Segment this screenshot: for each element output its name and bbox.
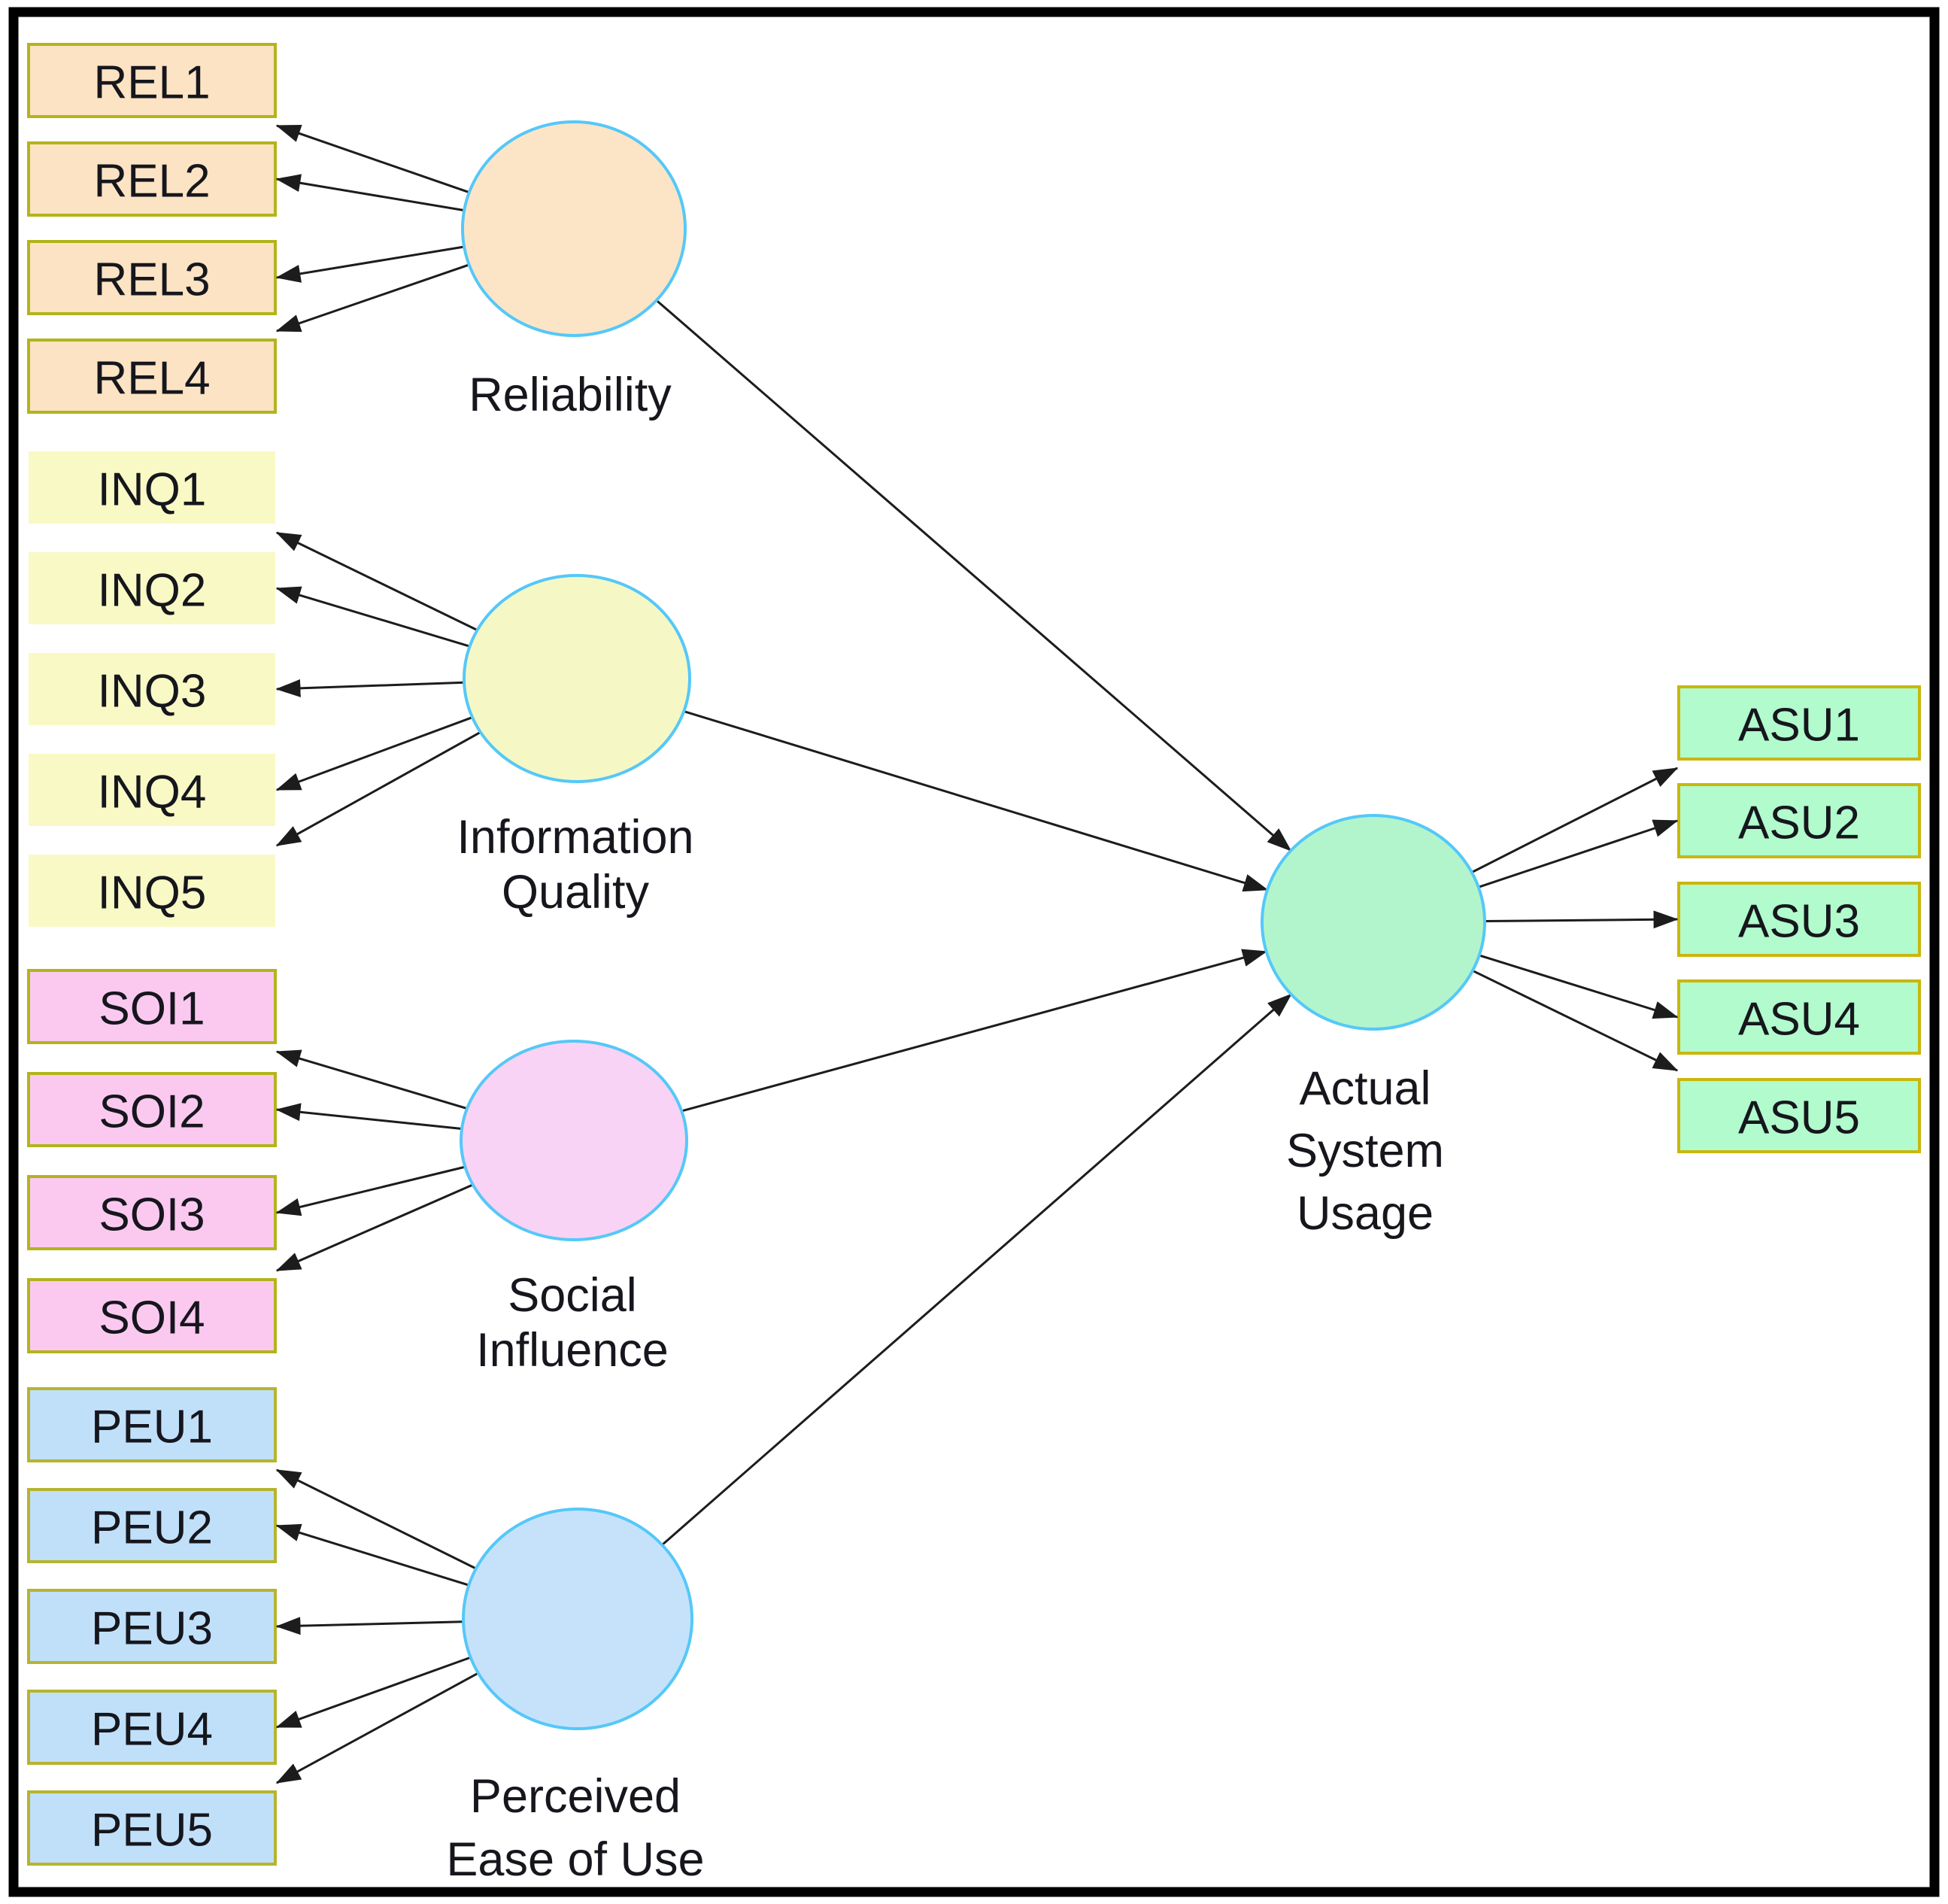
indicator-box-peu2 — [27, 1488, 277, 1563]
measurement-arrow-perceived-ease-of-use-peu2 — [275, 1523, 469, 1587]
diagram-border — [8, 7, 1940, 1897]
measurement-arrow-information-quality-inq2 — [275, 586, 470, 648]
indicator-box-asu4 — [1677, 979, 1921, 1055]
latent-circle-perceived-ease-of-use — [462, 1508, 693, 1730]
measurement-arrow-actual-system-usage-asu4 — [1479, 954, 1679, 1019]
latent-label-actual-system-usage-line2: System — [1286, 1125, 1444, 1177]
indicator-box-rel4 — [27, 339, 277, 414]
indicator-label-rel3: REL3 — [93, 254, 210, 306]
indicator-box-asu3 — [1677, 882, 1921, 957]
latent-label-information-quality-line2: Quality — [502, 866, 650, 919]
measurement-arrow-reliability-rel2 — [275, 174, 465, 212]
indicator-box-asu1 — [1677, 685, 1921, 761]
indicator-label-inq2: INQ2 — [98, 565, 207, 617]
indicator-box-peu5 — [27, 1790, 277, 1866]
indicator-label-soi2: SOI2 — [99, 1086, 205, 1138]
measurement-arrow-information-quality-inq1 — [275, 531, 478, 631]
measurement-arrow-perceived-ease-of-use-peu1 — [275, 1468, 477, 1570]
arrows-layer — [275, 124, 1679, 1784]
latent-circle-actual-system-usage — [1261, 814, 1486, 1031]
indicator-box-rel1 — [27, 43, 277, 118]
indicator-label-asu3: ASU3 — [1738, 896, 1860, 948]
latent-label-actual-system-usage-line1: Actual — [1299, 1062, 1431, 1115]
structural-arrow-perceived-ease-of-use-to-actual-system-usage — [661, 993, 1292, 1546]
indicator-box-soi4 — [27, 1278, 277, 1353]
latent-label-information-quality-line1: Information — [457, 811, 693, 864]
indicator-box-inq5 — [29, 855, 275, 927]
latent-circle-social-influence — [460, 1040, 688, 1241]
indicator-label-peu2: PEU2 — [91, 1502, 213, 1554]
indicator-box-inq2 — [29, 552, 275, 624]
measurement-arrow-social-influence-soi1 — [275, 1049, 468, 1110]
latent-label-perceived-ease-of-use-line2: Ease of Use — [446, 1833, 704, 1886]
indicator-label-peu5: PEU5 — [91, 1805, 213, 1857]
measurement-arrow-reliability-rel1 — [275, 124, 470, 194]
measurement-arrow-information-quality-inq4 — [275, 716, 473, 791]
indicator-label-peu4: PEU4 — [91, 1704, 213, 1756]
measurement-arrow-actual-system-usage-asu3 — [1484, 910, 1679, 929]
indicator-label-soi3: SOI3 — [99, 1189, 205, 1241]
measurement-arrow-social-influence-soi2 — [275, 1103, 463, 1131]
indicator-box-rel2 — [27, 141, 277, 217]
indicator-box-soi2 — [27, 1072, 277, 1147]
latent-label-reliability-line1: Reliability — [469, 369, 672, 421]
measurement-arrow-social-influence-soi3 — [275, 1165, 466, 1216]
indicator-label-inq3: INQ3 — [98, 666, 207, 718]
latent-label-perceived-ease-of-use-line1: Perceived — [470, 1770, 681, 1823]
measurement-arrow-reliability-rel4 — [275, 263, 470, 333]
latent-variables-layer — [460, 120, 1486, 1730]
indicator-box-inq3 — [29, 653, 275, 725]
latent-label-social-influence-line2: Influence — [476, 1324, 669, 1377]
measurement-arrow-information-quality-inq5 — [275, 730, 481, 847]
indicator-label-asu5: ASU5 — [1738, 1092, 1860, 1144]
indicator-box-soi3 — [27, 1175, 277, 1250]
indicator-label-soi1: SOI1 — [99, 983, 205, 1035]
indicator-boxes-layer — [27, 43, 1921, 1866]
indicator-label-asu1: ASU1 — [1738, 700, 1860, 752]
indicator-label-soi4: SOI4 — [99, 1292, 205, 1344]
indicator-label-inq4: INQ4 — [98, 767, 207, 818]
measurement-arrow-perceived-ease-of-use-peu4 — [275, 1656, 472, 1729]
latent-label-social-influence-line1: Social — [508, 1269, 637, 1322]
indicator-box-inq1 — [29, 451, 275, 524]
measurement-arrow-reliability-rel3 — [275, 245, 465, 283]
structural-arrow-reliability-to-actual-system-usage — [655, 299, 1292, 852]
indicator-label-rel4: REL4 — [93, 353, 210, 405]
indicator-label-peu3: PEU3 — [91, 1603, 213, 1655]
indicator-label-asu2: ASU2 — [1738, 797, 1860, 849]
measurement-arrow-perceived-ease-of-use-peu5 — [275, 1672, 479, 1784]
latent-circle-information-quality — [463, 574, 691, 783]
indicator-box-peu4 — [27, 1690, 277, 1765]
latent-label-actual-system-usage-line3: Usage — [1297, 1187, 1434, 1240]
indicator-box-peu3 — [27, 1589, 277, 1664]
indicator-box-soi1 — [27, 969, 277, 1044]
indicator-label-inq1: INQ1 — [98, 464, 207, 516]
measurement-arrow-actual-system-usage-asu1 — [1471, 767, 1679, 873]
measurement-arrow-information-quality-inq3 — [275, 679, 465, 697]
structural-arrow-social-influence-to-actual-system-usage — [681, 949, 1268, 1113]
indicator-box-asu2 — [1677, 783, 1921, 858]
indicator-box-inq4 — [29, 754, 275, 826]
structural-arrow-information-quality-to-actual-system-usage — [683, 710, 1269, 892]
indicator-label-rel1: REL1 — [93, 57, 210, 109]
indicator-label-peu1: PEU1 — [91, 1401, 213, 1453]
indicator-box-peu1 — [27, 1387, 277, 1462]
indicator-label-rel2: REL2 — [93, 156, 210, 208]
indicator-label-asu4: ASU4 — [1738, 994, 1860, 1046]
measurement-arrow-actual-system-usage-asu2 — [1478, 819, 1679, 888]
indicator-box-rel3 — [27, 240, 277, 315]
measurement-arrow-social-influence-soi4 — [275, 1183, 474, 1272]
indicator-label-inq5: INQ5 — [98, 867, 207, 919]
indicator-box-asu5 — [1677, 1078, 1921, 1153]
measurement-arrow-perceived-ease-of-use-peu3 — [275, 1617, 464, 1635]
measurement-arrow-actual-system-usage-asu5 — [1472, 969, 1679, 1072]
latent-circle-reliability — [461, 120, 687, 337]
